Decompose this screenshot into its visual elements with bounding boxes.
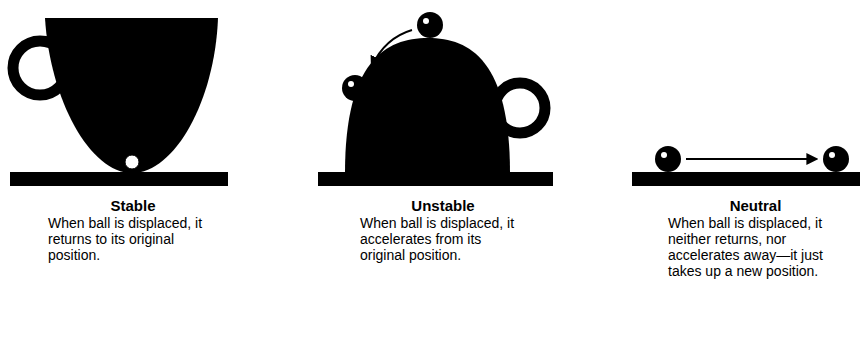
panel-title: Neutral — [668, 198, 843, 214]
ball — [342, 75, 368, 101]
ball-highlight — [829, 152, 835, 158]
motion-arrow — [372, 30, 412, 66]
cup-bowl — [45, 18, 218, 173]
ball-highlight — [661, 152, 667, 158]
panel-description: When ball is displaced, it neither retur… — [668, 215, 830, 279]
panel-description: When ball is displaced, it accelerates f… — [360, 215, 530, 263]
panel-title: Unstable — [358, 198, 528, 214]
ball — [655, 146, 681, 172]
ball-highlight — [423, 18, 429, 24]
ball — [417, 12, 443, 38]
ball — [125, 155, 139, 169]
ball-highlight — [348, 81, 354, 87]
table-surface — [10, 172, 228, 186]
dome — [345, 38, 510, 173]
panel-title: Stable — [48, 198, 218, 214]
ball — [823, 146, 849, 172]
motion-arrow — [686, 158, 816, 160]
panel-description: When ball is displaced, it returns to it… — [48, 215, 218, 263]
table-surface — [318, 172, 553, 186]
table-surface — [632, 172, 860, 186]
